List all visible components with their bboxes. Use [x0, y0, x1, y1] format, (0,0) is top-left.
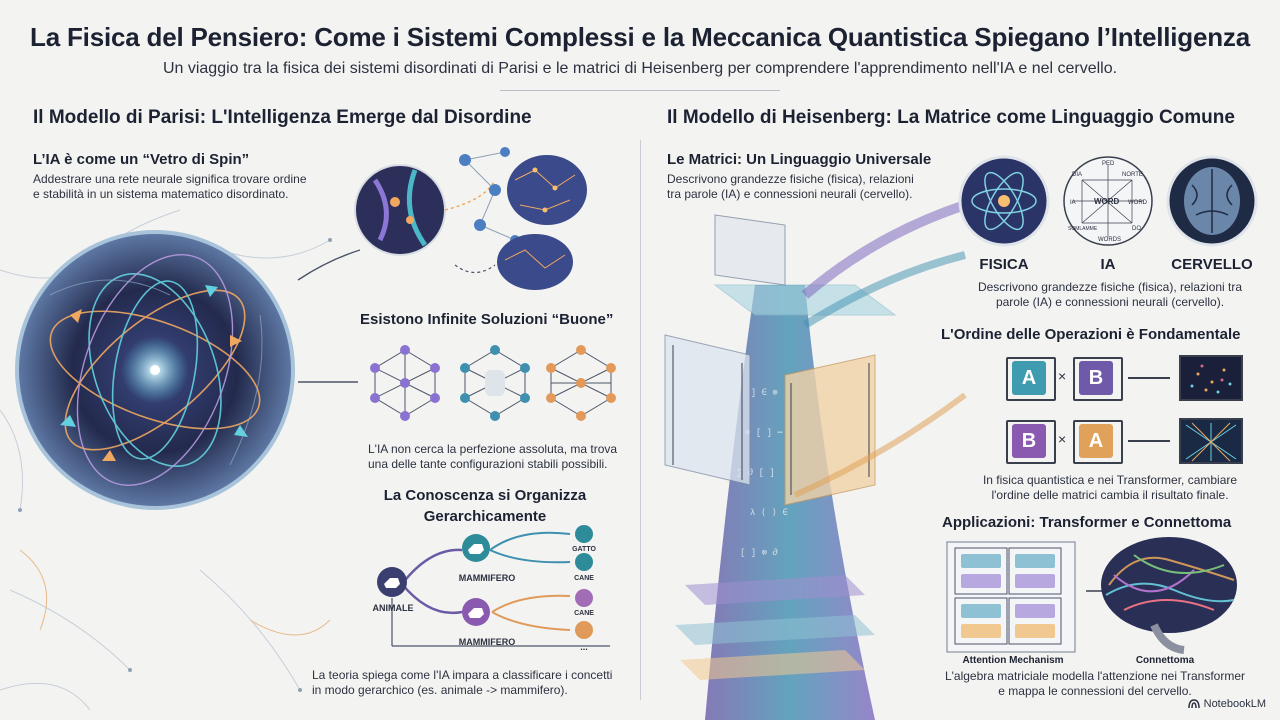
result-line-row2 [1128, 440, 1170, 442]
hierarchy-leaf1-label: GATTO [572, 546, 596, 553]
svg-text:∑ ∂ [ ]: ∑ ∂ [ ] [737, 468, 775, 478]
network-config-2 [460, 345, 530, 421]
svg-text:[ ] ⊗ ∂: [ ] ⊗ ∂ [740, 548, 778, 558]
matrix-a-bracket-row2 [1073, 420, 1123, 464]
parisi-section-title: Il Modello di Parisi: L'Intelligenza Eme… [33, 107, 532, 128]
hierarchy-branch2-label: MAMMIFERO [458, 637, 516, 647]
matrix-a-bracket-row1 [1006, 357, 1056, 401]
word-label-6: WORD [1128, 200, 1148, 206]
notebooklm-brand: NotebookLM [1203, 698, 1266, 710]
hierarchy-tree [377, 525, 610, 647]
word-label-8: DO [1132, 226, 1141, 232]
matrix-a-row2: A [1079, 424, 1113, 458]
word-label-2: DIA [1072, 172, 1082, 178]
page-title: La Fisica del Pensiero: Come i Sistemi C… [30, 22, 1250, 52]
matrix-panel-top [714, 214, 786, 286]
svg-text:[ ] ∈ ⊗: [ ] ∈ ⊗ [740, 388, 778, 398]
label-connettoma: Connettoma [1135, 655, 1195, 666]
hierarchy-branch1-label: MAMMIFERO [458, 573, 516, 583]
header-divider [500, 90, 780, 91]
label-cervello: CERVELLO [1171, 256, 1253, 273]
solutions-text-line2: una delle tante configurazioni stabili p… [368, 457, 608, 471]
spin-glass-text-line2: e stabilità in un sistema matematico dis… [33, 187, 289, 201]
matrix-panel-right [784, 354, 876, 506]
word-label-4: IA [1070, 200, 1076, 206]
hierarchy-leaf4-label: ... [580, 642, 588, 652]
hierarchy-text-line2: in modo gerarchico (es. animale -> mammi… [312, 683, 568, 697]
matrices-heading: Le Matrici: Un Linguaggio Universale [667, 151, 932, 168]
attention-blocks [961, 554, 1055, 638]
network-background [0, 209, 332, 711]
page-subtitle: Un viaggio tra la fisica dei sistemi dis… [162, 60, 1118, 77]
result-pattern-row1 [1179, 355, 1243, 401]
solutions-networks [370, 345, 616, 421]
neuron-brain-illustration [354, 147, 587, 290]
applications-text-line2: e mappa le connessioni del cervello. [998, 684, 1192, 698]
matrices-caption-line1: Descrivono grandezze fisiche (fisica), r… [977, 280, 1243, 294]
matrices-caption-line2: parole (IA) e connessioni neurali (cerve… [995, 295, 1225, 309]
infinite-solutions-heading: Esistono Infinite Soluzioni “Buone” [360, 311, 614, 328]
spin-glass-heading: L’IA è come un “Vetro di Spin” [33, 151, 250, 168]
attention-mechanism-diagram [946, 541, 1076, 653]
atom-physics-icon [958, 155, 1050, 247]
hierarchy-root-label: ANIMALE [372, 603, 414, 613]
matrix-panel-left [664, 334, 751, 486]
matrix-a-row1: A [1012, 361, 1046, 395]
matrix-tower-illustration: [ ] ∈ ⊗ ⊕ [ ] ⋯ ∑ ∂ [ ] λ ⟨ ⟩ ∈ [ ] ⊗ ∂ [664, 200, 967, 720]
solutions-text-line1: L'IA non cerca la perfezione assoluta, m… [368, 442, 618, 456]
connectome-brain-illustration [1101, 537, 1237, 654]
multiply-sign-row1: × [1058, 368, 1067, 384]
spin-glass-text-line1: Addestrare una rete neurale significa tr… [33, 172, 307, 186]
hierarchy-leaf3-label: CANE [574, 610, 594, 617]
brain-scan-icon [1166, 155, 1258, 247]
applications-text-line1: L'algebra matriciale modella l'attenzion… [944, 669, 1246, 683]
result-pattern-row2 [1179, 418, 1243, 464]
matrices-text-line2: tra parole (IA) e connessioni neurali (c… [667, 187, 913, 201]
matrix-b-bracket-row1 [1073, 357, 1123, 401]
hierarchy-text-line1: La teoria spiega come l'IA impara a clas… [312, 668, 613, 682]
matrix-b-bracket-row2 [1006, 420, 1056, 464]
svg-text:⊕ [ ] ⋯: ⊕ [ ] ⋯ [745, 428, 783, 438]
section-divider [640, 140, 641, 700]
word-label-7: SOMLAMME [1068, 226, 1098, 232]
hierarchy-heading-line1: La Conoscenza si Organizza [383, 487, 587, 504]
matrix-b-row2: B [1012, 424, 1046, 458]
spin-glass-sphere [15, 230, 295, 510]
sphere-connector-lines [297, 249, 361, 383]
multiply-sign-row2: × [1058, 431, 1067, 447]
notebooklm-watermark: NotebookLM [1187, 698, 1266, 710]
network-config-3 [546, 345, 616, 421]
result-line-row1 [1128, 377, 1170, 379]
hierarchy-leaf2-label: CANE [574, 575, 594, 582]
label-fisica: FISICA [979, 256, 1029, 273]
word-label-3: NORTE [1122, 172, 1143, 178]
hierarchy-heading-line2: Gerarchicamente [423, 508, 547, 525]
order-text-line2: l'ordine delle matrici cambia il risulta… [991, 488, 1229, 502]
svg-text:λ ⟨ ⟩ ∈: λ ⟨ ⟩ ∈ [750, 508, 788, 518]
network-config-1 [370, 345, 440, 421]
label-ia: IA [1100, 256, 1116, 273]
applications-heading: Applicazioni: Transformer e Connettoma [942, 514, 1232, 531]
word-label-9: WORDS [1098, 237, 1121, 243]
word-network-ia-icon: PED DIA NORTE IA WORD WORD SOMLAMME DO W… [1063, 156, 1153, 246]
matrices-text-line1: Descrivono grandezze fisiche (fisica), r… [667, 172, 914, 186]
heisenberg-section-title: Il Modello di Heisenberg: La Matrice com… [667, 107, 1235, 128]
order-heading: L'Ordine delle Operazioni è Fondamentale [941, 326, 1241, 343]
matrix-b-row1: B [1079, 361, 1113, 395]
notebooklm-logo-icon [1187, 699, 1200, 709]
order-text-line1: In fisica quantistica e nei Transformer,… [982, 473, 1238, 487]
label-attention-mechanism: Attention Mechanism [962, 655, 1064, 666]
word-label-1: PED [1102, 161, 1115, 167]
word-label-5: WORD [1094, 197, 1120, 206]
